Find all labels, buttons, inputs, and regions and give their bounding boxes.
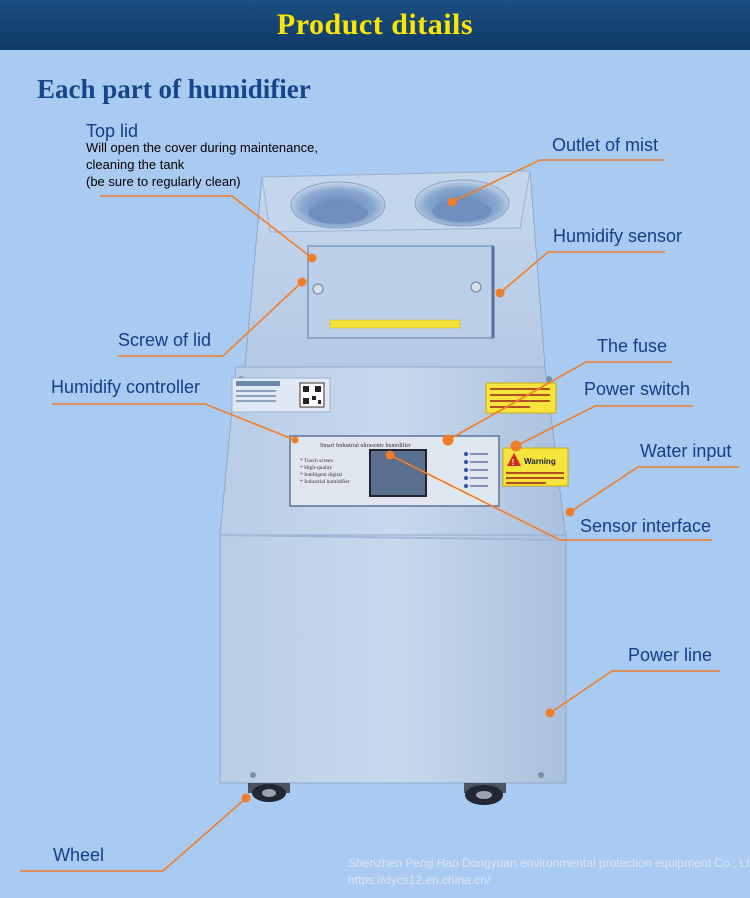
panel-feature-2: * High-quality (300, 465, 332, 471)
label-humidify-controller: Humidify controller (51, 377, 201, 397)
lower-body: Smart Industrial ultrasonic humidifier *… (219, 366, 569, 784)
watermark-company: Shenzhen Peng Hao Dongyuan environmental… (348, 856, 750, 870)
panel-feature-4: * Industrial humidifier (300, 478, 350, 485)
top-lid-description-line-1: Will open the cover during maintenance, (86, 140, 318, 155)
label-humidify-sensor: Humidify sensor (553, 226, 683, 246)
header-banner: Product ditails (0, 0, 750, 50)
wheels (248, 783, 506, 805)
label-power-line: Power line (628, 645, 713, 665)
label-outlet-of-mist: Outlet of mist (552, 135, 659, 155)
top-lid-description: Will open the cover during maintenance, … (86, 139, 366, 190)
panel-feature-1: * Touch screen (300, 458, 333, 464)
leader-power-switch (515, 405, 693, 447)
top-lid-description-line-3: (be sure to regularly clean) (86, 174, 241, 189)
label-the-fuse: The fuse (597, 336, 668, 356)
banner-title: Product ditails (276, 8, 474, 41)
lid-caution-sticker (329, 319, 461, 329)
warning-label: Warning (524, 457, 556, 466)
label-sensor-interface: Sensor interface (580, 516, 712, 536)
leader-sensor-interface (389, 454, 712, 541)
leader-wheel (20, 797, 247, 872)
lid-screw-right (470, 281, 482, 293)
leader-outlet-of-mist (451, 159, 664, 203)
label-power-switch: Power switch (584, 379, 691, 399)
section-title: Each part of humidifier (37, 74, 311, 104)
leader-dots (241, 197, 575, 803)
panel-feature-3: * Intelligent digital (300, 472, 343, 478)
leader-humidify-sensor (499, 251, 665, 294)
upper-body (244, 170, 546, 368)
label-screw-of-lid: Screw of lid (118, 330, 212, 350)
control-panel: Smart Industrial ultrasonic humidifier *… (289, 435, 500, 507)
top-lid-description-line-2: cleaning the tank (86, 157, 185, 172)
label-top-lid: Top lid (86, 121, 139, 141)
svg-text:!: ! (512, 458, 515, 467)
leader-the-fuse (447, 361, 672, 441)
warning-sticker: ! Warning (502, 447, 569, 487)
panel-title: Smart Industrial ultrasonic humidifier (320, 442, 411, 449)
leader-screw-of-lid (118, 281, 303, 357)
lid-screw-left (312, 283, 324, 295)
leader-water-input (569, 466, 739, 513)
label-water-input: Water input (640, 441, 732, 461)
watermark-url: https://dycs12.en.china.cn/ (348, 873, 491, 887)
leader-power-line (549, 670, 720, 714)
leader-lines (20, 159, 739, 872)
touch-screen[interactable] (369, 449, 427, 497)
leader-humidify-controller (52, 403, 296, 441)
leader-top-lid (100, 195, 313, 259)
label-wheel: Wheel (53, 845, 105, 865)
